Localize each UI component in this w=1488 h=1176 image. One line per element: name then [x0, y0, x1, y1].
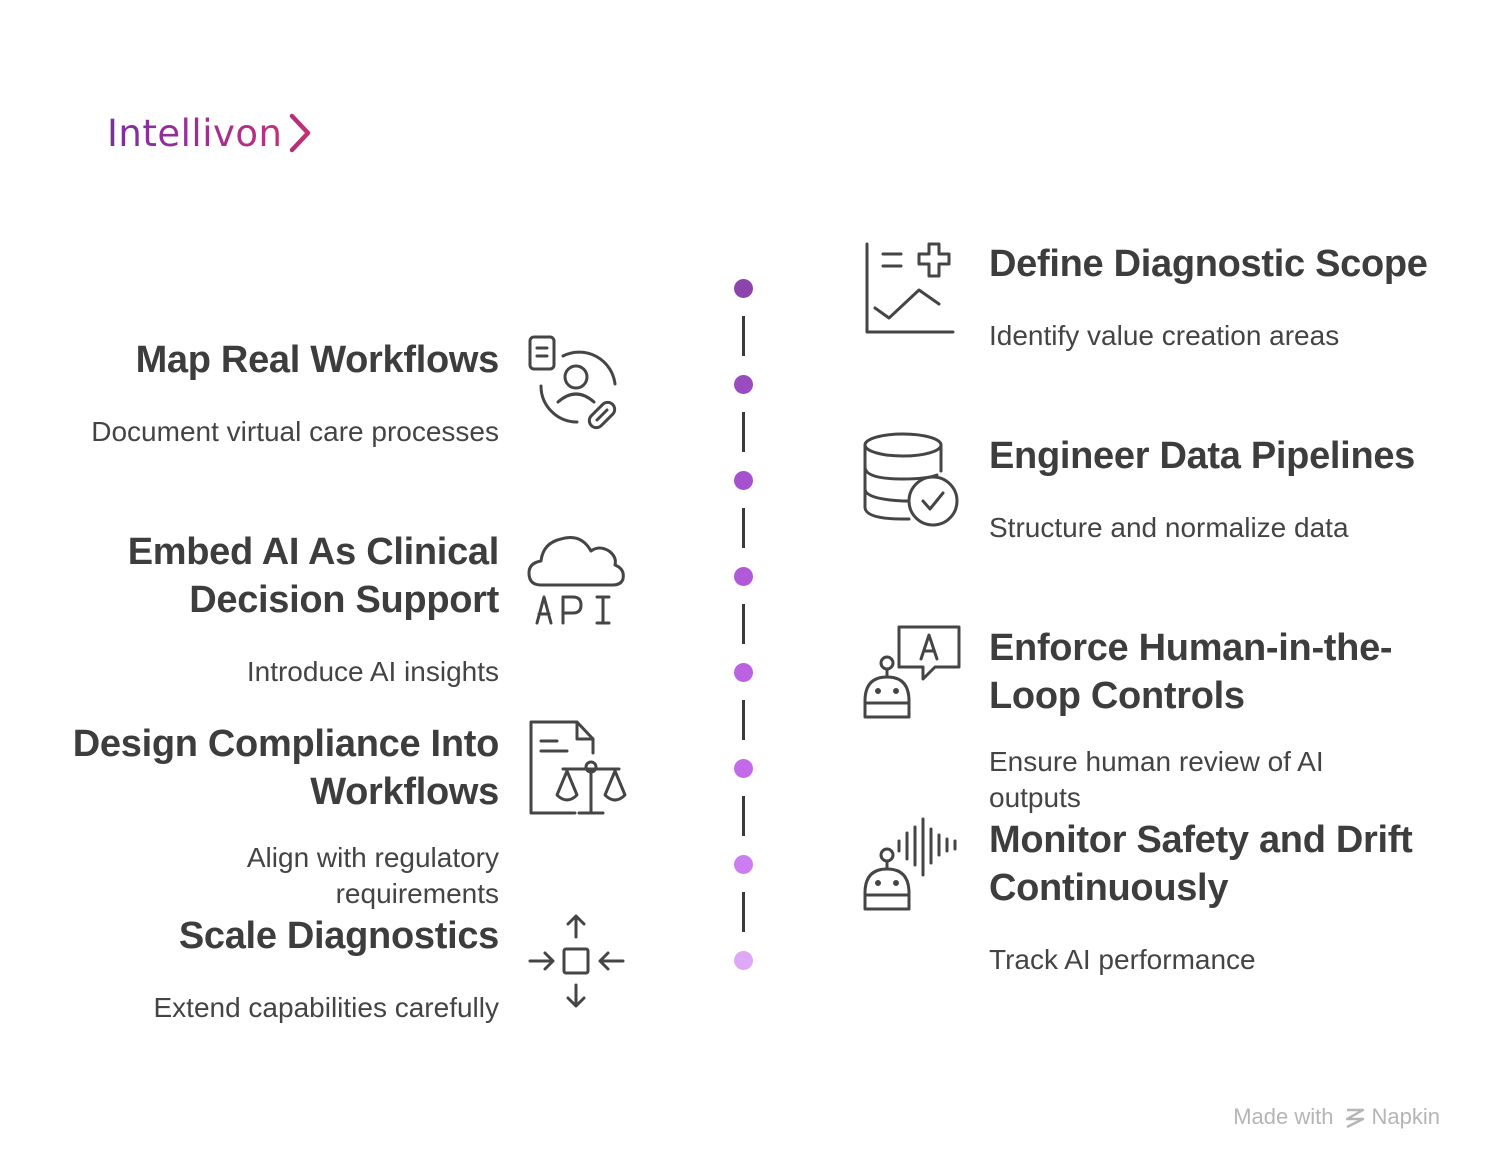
timeline-connector	[741, 508, 745, 548]
step-desc-embed-ai: Introduce AI insights	[246, 656, 499, 687]
footer-made-with: Made with	[1233, 1104, 1334, 1129]
cloud-api-icon	[527, 527, 627, 627]
step-desc-map-real-workflows: Document virtual care processes	[91, 416, 499, 447]
napkin-logo-icon	[1345, 1108, 1364, 1129]
timeline-dot	[733, 374, 753, 394]
timeline-connector	[741, 796, 745, 836]
step-title-engineer-pipelines: Engineer Data Pipelines	[989, 435, 1416, 477]
database-check-icon	[863, 431, 963, 531]
timeline-dot	[733, 758, 753, 778]
step-title-monitor-safety: Monitor Safety and Drift Continuously	[989, 819, 1413, 909]
timeline-dot	[733, 662, 753, 682]
timeline-connector	[741, 892, 745, 932]
footer-tool: Napkin	[1371, 1104, 1440, 1129]
user-document-pill-icon	[527, 334, 627, 434]
timeline-connector	[741, 412, 745, 452]
brand-name: Intellivon	[107, 111, 283, 155]
step-title-embed-ai: Embed AI As Clinical Decision Support	[127, 531, 500, 621]
step-title-scale-diagnostics: Scale Diagnostics	[178, 915, 499, 957]
brand-logo: Intellivon	[107, 108, 314, 158]
step-desc-monitor-safety: Track AI performance	[989, 944, 1256, 975]
step-desc-define-scope: Identify value creation areas	[989, 320, 1340, 351]
expand-arrows-icon	[527, 911, 627, 1011]
timeline-dot	[733, 566, 753, 586]
step-desc-enforce-hitl: Ensure human review of AI outputs	[989, 746, 1324, 813]
robot-signal-icon	[863, 815, 963, 915]
timeline-dot	[733, 950, 753, 970]
timeline-dot	[733, 470, 753, 490]
step-desc-design-compliance: Align with regulatory requirements	[246, 842, 499, 909]
step-title-design-compliance: Design Compliance Into Workflows	[72, 723, 500, 813]
timeline-dot	[733, 854, 753, 874]
step-desc-engineer-pipelines: Structure and normalize data	[989, 512, 1349, 543]
timeline-connector	[741, 700, 745, 740]
document-scale-icon	[527, 719, 627, 819]
robot-chat-icon	[863, 623, 963, 723]
chevron-right-icon	[290, 113, 311, 153]
step-title-define-scope: Define Diagnostic Scope	[989, 243, 1428, 285]
chart-medical-cross-icon	[863, 238, 963, 338]
timeline-dot	[733, 278, 753, 298]
step-title-enforce-hitl: Enforce Human-in-the-Loop Controls	[989, 627, 1393, 717]
timeline-connector	[741, 316, 745, 356]
footer-attribution: Made with Napkin	[1233, 1104, 1440, 1130]
step-title-map-real-workflows: Map Real Workflows	[135, 339, 500, 381]
step-desc-scale-diagnostics: Extend capabilities carefully	[153, 992, 499, 1023]
timeline-connector	[741, 604, 745, 644]
